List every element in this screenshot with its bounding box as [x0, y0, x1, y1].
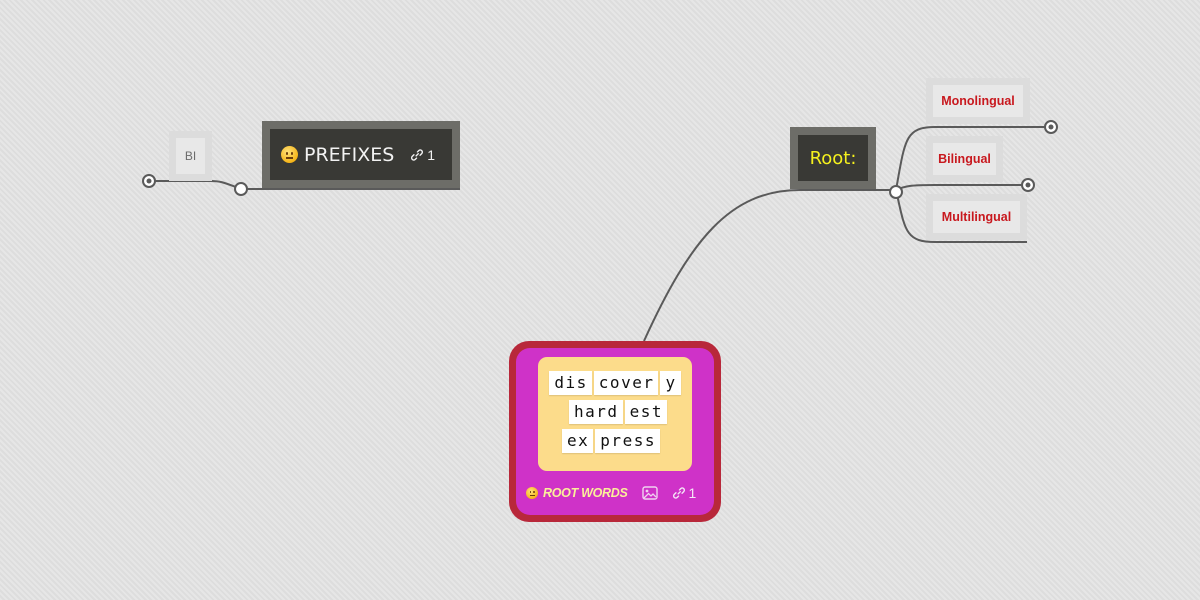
- endpoint-monolingual: [1044, 120, 1058, 134]
- connector-root-bilingual: [895, 184, 1023, 191]
- connector-central-root: [643, 189, 896, 342]
- word-tile: ex: [562, 429, 594, 453]
- prefixes-junction-toggle: [234, 182, 248, 196]
- neutral-face-icon: [281, 146, 298, 163]
- word-tile: hard: [569, 400, 623, 424]
- word-row-hardest: hard est: [544, 400, 692, 424]
- neutral-face-icon: [526, 487, 538, 499]
- prefixes-link-count: 1: [427, 146, 436, 163]
- word-row-express: ex press: [530, 429, 692, 453]
- node-bilingual[interactable]: Bilingual: [926, 136, 1003, 182]
- word-tile: press: [595, 429, 660, 453]
- node-root[interactable]: Root:: [790, 127, 876, 189]
- node-monolingual-label: Monolingual: [933, 85, 1023, 117]
- node-root-label: Root:: [809, 147, 857, 169]
- central-topic-label: ROOT WORDS: [543, 486, 628, 500]
- word-tile: cover: [593, 371, 659, 395]
- link-icon: [411, 148, 424, 161]
- node-multilingual-label: Multilingual: [933, 201, 1020, 233]
- word-tile: y: [660, 371, 681, 395]
- node-multilingual[interactable]: Multilingual: [926, 194, 1027, 240]
- endpoint-bilingual: [1021, 178, 1035, 192]
- central-topic-root-words[interactable]: dis cover y hard est ex press ROOT WORDS: [509, 341, 721, 522]
- central-link-count: 1: [688, 485, 697, 501]
- endpoint-bi: [142, 174, 156, 188]
- node-prefixes[interactable]: PREFIXES 1: [262, 121, 460, 188]
- node-monolingual[interactable]: Monolingual: [926, 78, 1030, 124]
- root-junction-toggle: [889, 185, 903, 199]
- prefixes-link-indicator[interactable]: 1: [410, 147, 435, 163]
- word-tile: dis: [549, 371, 592, 395]
- node-bi-label: BI: [176, 138, 205, 174]
- word-row-discovery: dis cover y: [538, 371, 692, 395]
- word-tile: est: [624, 400, 667, 424]
- link-icon: [672, 487, 685, 499]
- node-prefixes-label: PREFIXES: [304, 143, 395, 166]
- word-tiles-image: dis cover y hard est ex press: [538, 357, 692, 471]
- central-link-indicator[interactable]: 1: [672, 485, 697, 501]
- node-bi[interactable]: BI: [169, 131, 212, 181]
- node-bilingual-label: Bilingual: [933, 143, 996, 175]
- image-icon[interactable]: [641, 486, 658, 500]
- connector-prefixes-bi: [154, 180, 242, 190]
